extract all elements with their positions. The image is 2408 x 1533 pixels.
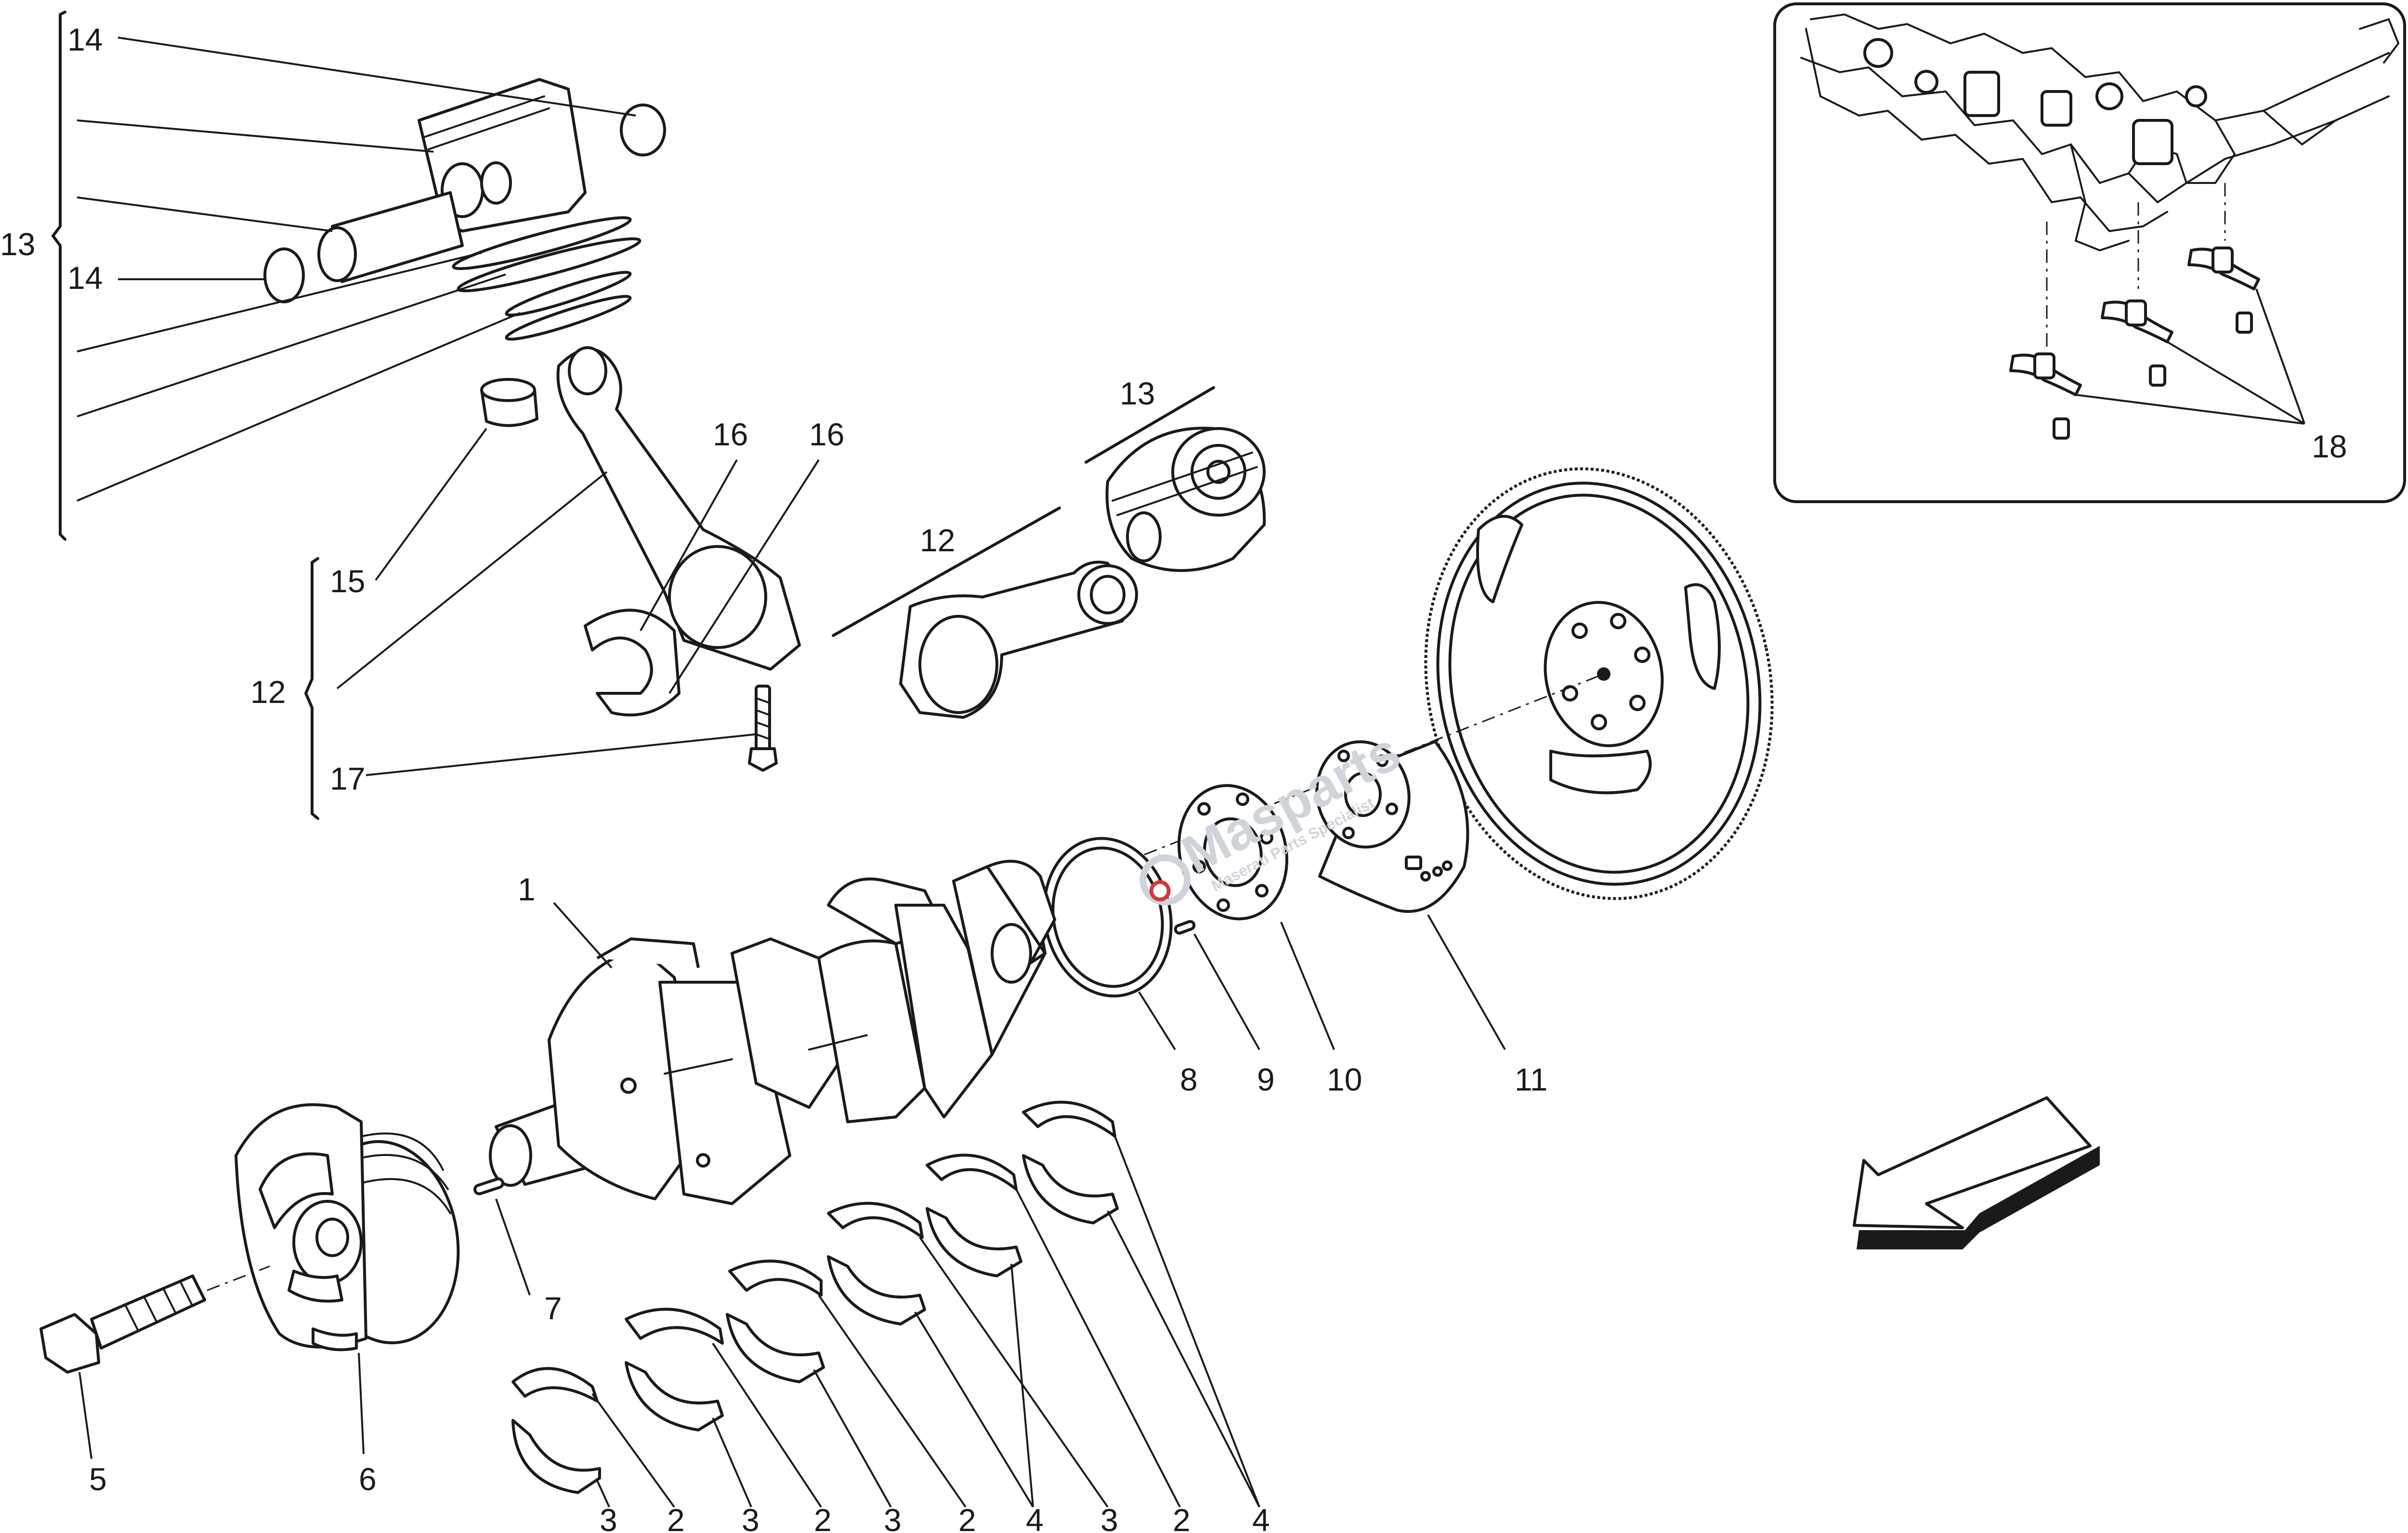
callout-label: 16	[713, 416, 748, 452]
callout-label: 4	[1252, 1502, 1270, 1533]
rod-bolt	[748, 685, 778, 772]
callout-label: 3	[600, 1502, 617, 1533]
oil-jet-nozzle	[2009, 352, 2082, 440]
callout-label: 2	[814, 1502, 832, 1533]
oil-jet-nozzle	[2101, 299, 2173, 387]
callout-label: 11	[1515, 1062, 1548, 1097]
flywheel-assembly	[1040, 467, 1774, 1051]
watermark-logo-icon	[1139, 854, 1191, 906]
engine-block-inset	[1773, 2, 2406, 503]
callout-label: 4	[1026, 1502, 1044, 1533]
callout-label: 3	[1100, 1502, 1118, 1533]
callout-label: 10	[1327, 1062, 1362, 1097]
callout-label: 15	[330, 563, 365, 599]
callout-label: 1	[518, 871, 536, 907]
callout-label: 3	[742, 1502, 759, 1533]
callout-label: 12	[920, 522, 955, 558]
callout-label: 14	[67, 260, 103, 296]
callout-label: 12	[250, 674, 286, 710]
oil-jet-nozzle	[2187, 247, 2260, 334]
main-bearing-shells	[511, 1101, 1260, 1508]
direction-arrow	[1853, 1096, 2100, 1249]
callout-label: 3	[884, 1502, 902, 1533]
callout-label: 17	[330, 761, 365, 796]
callout-label: 8	[1180, 1062, 1198, 1097]
callout-labels: 14 13 14 16 16 13 12 15 12 17 18 1 8 9 1…	[0, 22, 2347, 1533]
pulley-bolt	[39, 1265, 365, 1459]
callout-label: 9	[1257, 1062, 1275, 1097]
callout-label: 7	[544, 1290, 562, 1326]
piston-assembly	[52, 11, 666, 541]
crankshaft	[473, 859, 1056, 1296]
callout-label: 6	[359, 1461, 377, 1497]
callout-label: 16	[809, 416, 844, 452]
connecting-rod-right	[832, 386, 1266, 719]
callout-label: 13	[0, 226, 35, 262]
callout-label: 2	[1173, 1502, 1191, 1533]
callout-label: 5	[89, 1461, 107, 1497]
callout-label: 18	[2312, 429, 2347, 464]
crankshaft-pulley	[235, 1103, 460, 1351]
connecting-rod-left	[304, 346, 820, 820]
callout-label: 13	[1120, 376, 1155, 411]
callout-label: 2	[667, 1502, 685, 1533]
callout-label: 2	[958, 1502, 976, 1533]
callout-label: 14	[67, 22, 103, 57]
